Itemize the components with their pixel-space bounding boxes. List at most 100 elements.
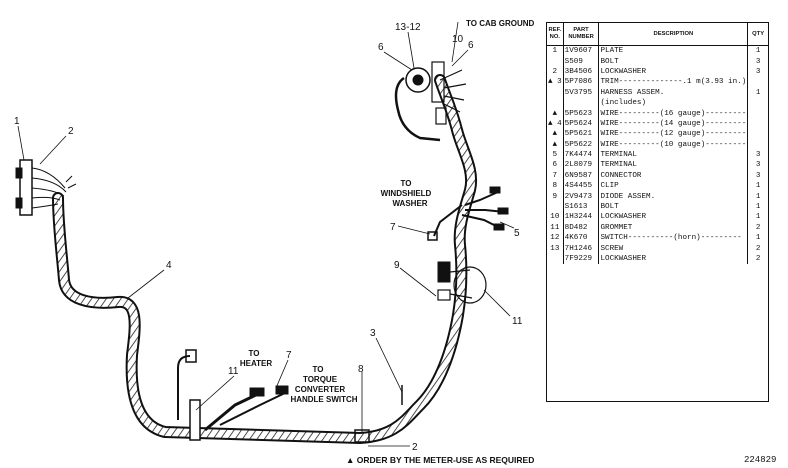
cell-ref: 11: [547, 222, 564, 234]
cell-qty: [748, 119, 768, 129]
cell-qty: 3: [755, 151, 761, 160]
cell-qty: 1: [755, 234, 761, 243]
header-description: DESCRIPTION: [598, 23, 749, 46]
cell-desc: TERMINAL: [598, 160, 749, 171]
callout-6-left: 6: [378, 42, 384, 53]
cell-qty: 3: [755, 57, 761, 66]
cell-pn: 7H1246: [563, 243, 600, 254]
cell-ref: ▲ 3: [547, 77, 564, 88]
cell-desc: WIRE---------(12 gauge)---------: [598, 129, 749, 140]
cell-qty: 3: [755, 161, 761, 170]
cell-pn: 5P5624: [563, 118, 600, 130]
cell-pn: 5V3795: [563, 87, 600, 98]
note-cab-ground: TO CAB GROUND: [466, 19, 535, 28]
cell-qty: 1: [755, 182, 761, 191]
callout-7-lower: 7: [286, 350, 292, 361]
cell-desc: LOCKWASHER: [598, 212, 749, 223]
cell-ref: 12: [547, 233, 564, 244]
cell-ref: 1: [547, 45, 564, 57]
callout-9: 9: [394, 260, 400, 271]
cell-desc: WIRE---------(10 gauge)---------: [598, 139, 749, 150]
cell-desc: GROMMET: [598, 222, 749, 234]
cell-desc: LOCKWASHER: [598, 66, 749, 78]
cell-ref: 13: [547, 243, 564, 254]
svg-text:CONVERTER: CONVERTER: [295, 385, 345, 394]
cell-pn: 7K4474: [563, 149, 600, 161]
svg-text:HEATER: HEATER: [240, 359, 273, 368]
cell-desc: TRIM--------------.1 m(3.93 in.): [598, 77, 749, 88]
cell-desc: WIRE---------(16 gauge)---------: [598, 108, 749, 119]
cell-qty: [748, 140, 768, 150]
svg-text:TORQUE: TORQUE: [303, 375, 338, 384]
cell-pn: 1H3244: [563, 212, 600, 223]
cell-qty: 1: [755, 213, 761, 222]
callout-11-right: 11: [512, 316, 523, 327]
note-heater: TO HEATER: [240, 349, 273, 368]
note-windshield: TO WINDSHIELD WASHER: [381, 179, 432, 208]
cell-desc: DIODE ASSEM.: [598, 191, 749, 202]
svg-text:TO: TO: [249, 349, 260, 358]
cell-desc: LOCKWASHER: [598, 253, 749, 265]
cell-ref: 7: [547, 170, 564, 182]
cell-pn: [563, 97, 600, 109]
cell-ref: [547, 97, 564, 109]
cell-pn: 2V9473: [563, 191, 600, 202]
cell-pn: 8D482: [563, 222, 600, 234]
table-row: (includes): [547, 97, 768, 109]
cell-qty: 2: [755, 255, 761, 263]
cell-pn: S509: [563, 56, 600, 67]
cell-ref: 8: [547, 181, 564, 192]
cell-desc: BOLT: [598, 201, 749, 213]
header-ref: REF. NO.: [547, 23, 564, 46]
cell-pn: 3B4506: [563, 66, 600, 78]
cell-pn: 5P7086: [563, 77, 600, 88]
cell-pn: 4S4455: [563, 181, 600, 192]
cell-qty: [748, 129, 768, 139]
cell-ref: ▲ 4: [547, 118, 564, 130]
horn-switch-assembly: [394, 61, 467, 142]
cell-qty: [748, 108, 768, 118]
cell-desc: HARNESS ASSEM.: [598, 87, 749, 98]
cell-ref: 6: [547, 160, 564, 171]
cell-pn: 5P5622: [563, 139, 600, 150]
cell-qty: 2: [755, 223, 761, 232]
cell-pn: 5P5623: [563, 108, 600, 119]
footer-note: ▲ ORDER BY THE METER-USE AS REQUIRED: [346, 455, 534, 465]
cell-desc: SCREW: [598, 243, 749, 254]
table-header: REF. NO. PART NUMBER DESCRIPTION QTY: [547, 23, 768, 46]
cell-ref: [547, 201, 564, 213]
note-torque-converter: TO TORQUE CONVERTER HANDLE SWITCH: [290, 365, 357, 404]
cell-desc: CONNECTOR: [598, 170, 749, 182]
callout-11-left: 11: [228, 366, 239, 377]
cell-qty: [748, 77, 768, 87]
callout-2-bottom: 2: [412, 442, 418, 453]
left-plate-connector: [15, 159, 77, 216]
svg-text:HANDLE SWITCH: HANDLE SWITCH: [290, 395, 357, 404]
svg-text:TO: TO: [313, 365, 324, 374]
cell-desc: WIRE---------(14 gauge)---------: [598, 118, 749, 130]
cell-desc: PLATE: [598, 45, 749, 57]
cell-qty: 1: [755, 47, 761, 56]
cell-ref: 9: [547, 191, 564, 202]
cell-pn: S1613: [563, 201, 600, 213]
cell-ref: ▲: [547, 108, 564, 119]
svg-text:WINDSHIELD: WINDSHIELD: [381, 189, 432, 198]
callout-1: 1: [14, 116, 20, 127]
callout-2-top: 2: [68, 126, 74, 137]
cell-ref: ▲: [547, 139, 564, 150]
